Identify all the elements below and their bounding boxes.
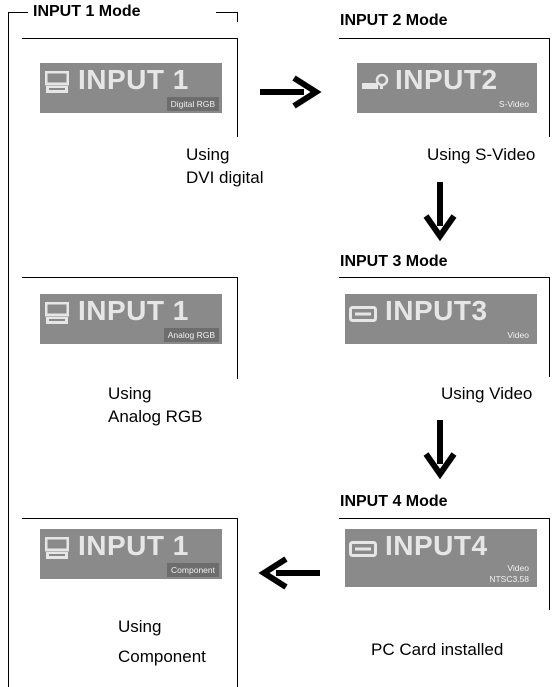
component-caption-1: Using	[118, 617, 162, 636]
analog-osd-sub: Analog RGB	[163, 328, 219, 342]
pccard-osd-main: INPUT4	[385, 530, 488, 561]
pccard-osd-sub-1: Video	[507, 563, 529, 573]
svideo-osd-main: INPUT2	[395, 64, 498, 95]
input3-mode-title: INPUT 3 Mode	[340, 253, 448, 270]
arrow-down-icon	[423, 420, 457, 480]
video-osd-screen: INPUT3 Video	[345, 294, 537, 344]
component-caption-2: Component	[118, 647, 206, 666]
monitor-icon	[45, 302, 69, 324]
svideo-osd-sub: S-Video	[498, 99, 529, 109]
pccard-osd-sub-2: NTSC3.58	[489, 574, 529, 584]
arrow-left-icon	[258, 556, 320, 590]
svideo-caption: Using S-Video	[427, 145, 536, 164]
input1-mode-title: INPUT 1 Mode	[33, 3, 141, 20]
svideo-osd-screen: INPUT2 S-Video	[357, 63, 537, 113]
component-osd-sub: Component	[167, 563, 219, 577]
digital-panel-border-top	[22, 38, 237, 39]
input1-group-border-top-right	[216, 12, 237, 13]
input3-panel-border-right	[549, 277, 550, 377]
component-panel-border-right	[237, 518, 238, 687]
video-caption: Using Video	[441, 384, 533, 403]
pccard-caption: PC Card installed	[371, 640, 504, 659]
arrow-right-icon	[260, 75, 322, 109]
pccard-osd-screen: INPUT4 Video NTSC3.58	[345, 529, 537, 587]
analog-panel-border-top	[22, 277, 237, 278]
input2-panel-border-right	[549, 38, 550, 137]
arrow-down-icon	[423, 182, 457, 242]
video-jack-icon	[349, 306, 377, 322]
digital-caption-1: Using	[186, 145, 230, 164]
input4-panel-border-right	[549, 518, 550, 610]
monitor-icon	[45, 71, 69, 93]
analog-osd-main: INPUT 1	[78, 295, 189, 326]
digital-caption-2: DVI digital	[186, 168, 264, 187]
analog-panel-border-right	[237, 277, 238, 379]
video-jack-icon	[349, 541, 377, 557]
digital-osd-screen: INPUT 1 Digital RGB	[40, 63, 222, 113]
digital-osd-main: INPUT 1	[78, 64, 189, 95]
component-osd-main: INPUT 1	[78, 530, 189, 561]
component-panel-border-top	[22, 518, 237, 519]
component-osd-screen: INPUT 1 Component	[40, 529, 222, 579]
video-osd-sub: Video	[507, 330, 529, 340]
input2-mode-title: INPUT 2 Mode	[340, 12, 448, 29]
input3-panel-border-top	[339, 277, 549, 278]
digital-osd-sub: Digital RGB	[166, 97, 219, 111]
monitor-icon	[45, 537, 69, 559]
input4-panel-border-top	[339, 518, 549, 519]
input1-group-border-right	[237, 12, 238, 22]
s-video-plug-icon	[362, 73, 389, 89]
analog-caption-2: Analog RGB	[108, 407, 203, 426]
analog-caption-1: Using	[108, 384, 152, 403]
video-osd-main: INPUT3	[385, 295, 488, 326]
input2-panel-border-top	[339, 38, 549, 39]
input1-group-border-top-left	[8, 12, 28, 13]
input1-group-border-left	[8, 12, 9, 687]
digital-panel-border-right	[237, 38, 238, 137]
input4-mode-title: INPUT 4 Mode	[340, 493, 448, 510]
analog-osd-screen: INPUT 1 Analog RGB	[40, 294, 222, 344]
